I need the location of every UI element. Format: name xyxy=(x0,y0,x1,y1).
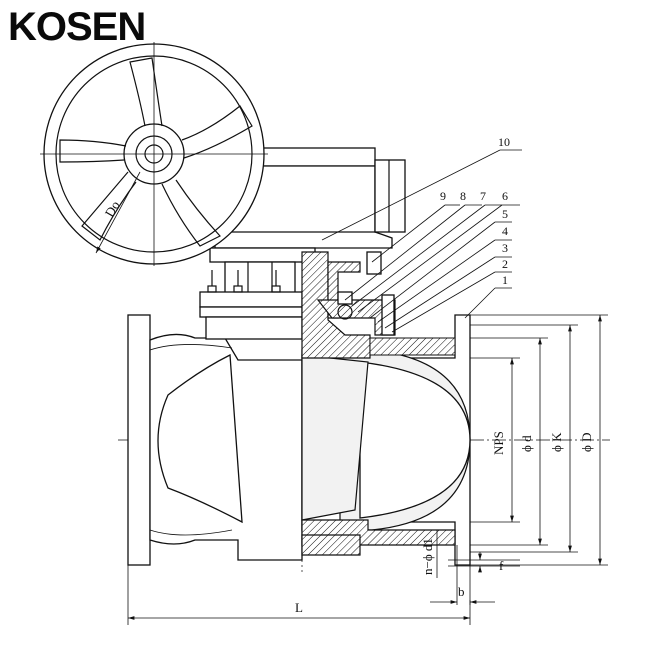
callout-2: 2 xyxy=(502,257,508,271)
section-hatching xyxy=(301,251,456,556)
callout-leaders xyxy=(321,149,522,333)
bolt-holes-label: n−ϕ d1 xyxy=(420,538,435,575)
callout-1: 1 xyxy=(502,273,508,287)
callout-4: 4 xyxy=(502,224,508,238)
handwheel xyxy=(40,42,268,266)
callout-8: 8 xyxy=(460,189,466,203)
callout-6: 6 xyxy=(502,189,508,203)
handwheel-dim-line xyxy=(95,171,141,254)
raised-face-label: f xyxy=(499,558,504,573)
bolt-circle-label: ϕ K xyxy=(549,432,564,452)
callout-9: 9 xyxy=(440,189,446,203)
nps-label: NPS xyxy=(491,431,506,455)
handwheel-dim-label: Do xyxy=(102,198,123,219)
valve-body xyxy=(127,270,471,566)
bore-label: ϕ d xyxy=(519,435,534,452)
length-label: L xyxy=(295,600,303,615)
flange-thk-label: b xyxy=(458,584,465,599)
flange-dia-label: ϕ D xyxy=(579,433,594,452)
callout-10: 10 xyxy=(498,135,510,149)
callout-3: 3 xyxy=(502,241,508,255)
brand-logo: KOSEN xyxy=(8,5,145,49)
flange-detail-dims xyxy=(430,530,520,605)
callout-5: 5 xyxy=(502,207,508,221)
callout-7: 7 xyxy=(480,189,486,203)
diameter-extension-lines xyxy=(470,314,608,566)
